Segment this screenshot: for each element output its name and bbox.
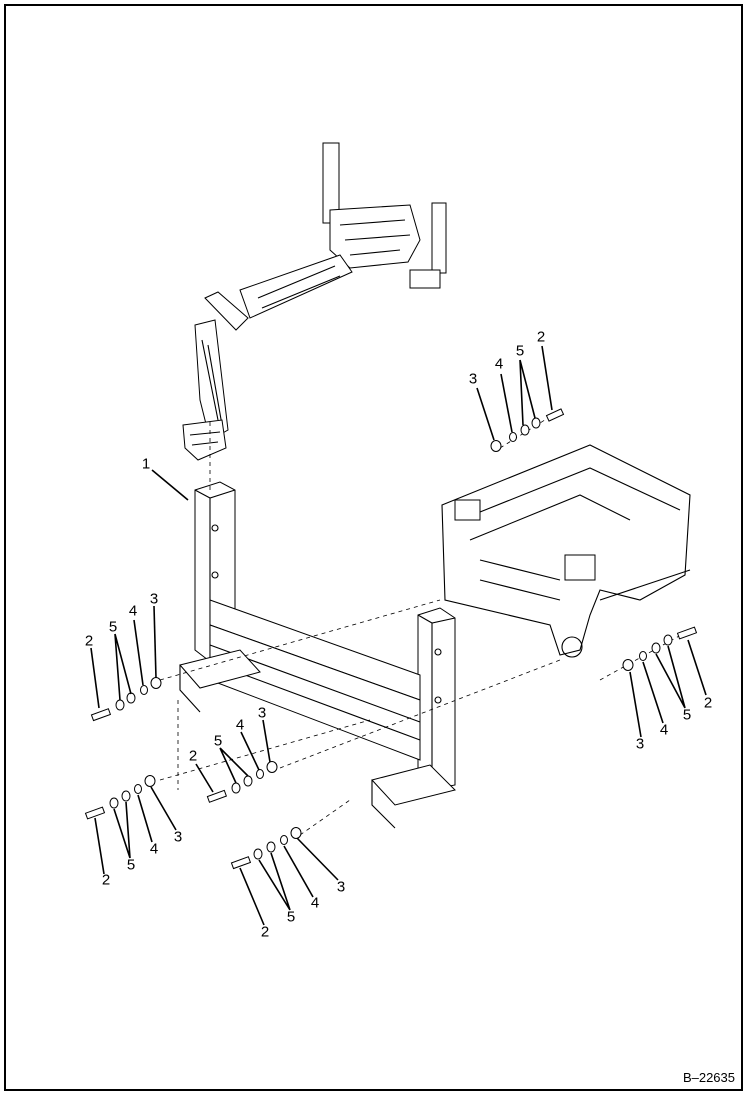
right-upright bbox=[417, 607, 456, 791]
frame-bracket bbox=[454, 499, 481, 521]
callout-2-left-upper: 2 bbox=[84, 632, 94, 650]
callout-3-upper-right: 3 bbox=[468, 370, 478, 388]
callout-2-bottom: 2 bbox=[260, 923, 270, 941]
hardware-upper-right bbox=[490, 408, 565, 452]
tractor-frame bbox=[441, 444, 691, 658]
right-foot bbox=[371, 764, 456, 806]
drawing-frame bbox=[4, 4, 743, 1091]
boom-cylinder bbox=[204, 291, 249, 331]
right-post bbox=[431, 202, 447, 274]
right-pad bbox=[409, 269, 441, 289]
callout-2-upper-right: 2 bbox=[536, 328, 546, 346]
bucket-linkage bbox=[182, 419, 227, 461]
boom bbox=[239, 254, 353, 319]
callout-3-bottom: 3 bbox=[336, 878, 346, 896]
callout-2-right: 2 bbox=[703, 694, 713, 712]
hardware-left-upper bbox=[90, 677, 162, 722]
backhoe-assembly bbox=[182, 142, 447, 461]
callout-1: 1 bbox=[141, 455, 151, 473]
hardware-center bbox=[206, 761, 278, 803]
callout-4-upper-right: 4 bbox=[494, 355, 504, 373]
callout-5-upper-right: 5 bbox=[515, 342, 525, 360]
callout-3-left-upper: 3 bbox=[149, 590, 159, 608]
hardware-bottom bbox=[230, 827, 302, 870]
leader-lines bbox=[90, 345, 707, 926]
callout-5-bottom: 5 bbox=[286, 908, 296, 926]
callout-5-left-lower: 5 bbox=[126, 856, 136, 874]
callout-4-left-upper: 4 bbox=[128, 602, 138, 620]
drawing-reference-code: B–22635 bbox=[682, 1070, 735, 1085]
callout-2-center: 2 bbox=[188, 747, 198, 765]
callout-3-right: 3 bbox=[635, 735, 645, 753]
callout-4-center: 4 bbox=[235, 716, 245, 734]
callout-2-left-lower: 2 bbox=[101, 871, 111, 889]
callout-4-right: 4 bbox=[659, 721, 669, 739]
swing-frame bbox=[329, 204, 421, 269]
left-foot bbox=[179, 649, 261, 689]
callout-3-center: 3 bbox=[257, 704, 267, 722]
callout-5-left-upper: 5 bbox=[108, 618, 118, 636]
callout-4-bottom: 4 bbox=[310, 894, 320, 912]
frame-mount-plate bbox=[564, 554, 596, 581]
callout-5-right: 5 bbox=[682, 706, 692, 724]
callout-5-center: 5 bbox=[213, 732, 223, 750]
hardware-left-lower bbox=[84, 775, 156, 820]
callout-3-left-lower: 3 bbox=[173, 828, 183, 846]
hardware-right bbox=[622, 626, 698, 671]
mounting-frame bbox=[179, 481, 456, 829]
callout-4-left-lower: 4 bbox=[149, 840, 159, 858]
